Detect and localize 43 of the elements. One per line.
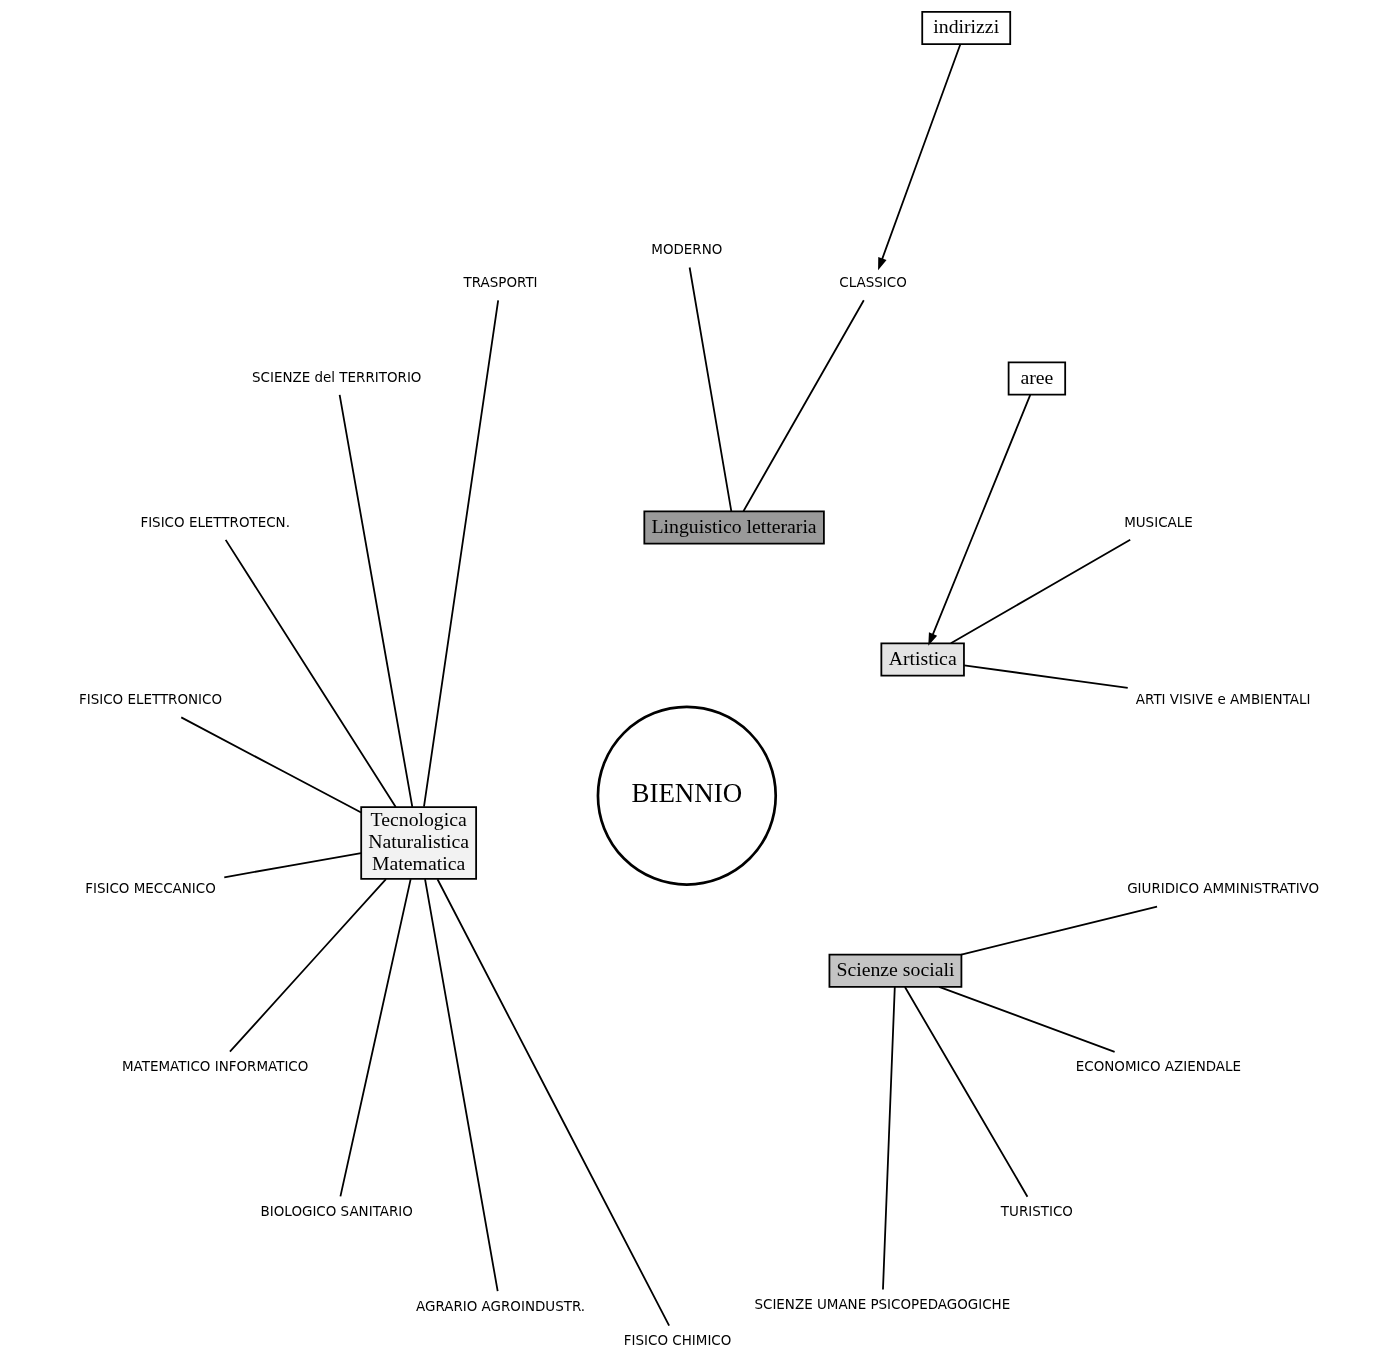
- node-text: ARTI VISIVE e AMBIENTALI: [1135, 692, 1311, 708]
- arrow: [878, 43, 962, 271]
- connector: [904, 986, 1029, 1198]
- connector: [963, 664, 1129, 689]
- node-text: FISICO MECCANICO: [85, 881, 216, 897]
- node-box: indirizzi: [921, 11, 1012, 46]
- connector: [960, 905, 1158, 956]
- connector: [423, 299, 500, 808]
- node-text: SCIENZE UMANE PSICOPEDAGOGICHE: [754, 1296, 1011, 1312]
- connector: [949, 538, 1132, 645]
- connector: [882, 986, 896, 1291]
- node-text: TURISTICO: [1000, 1204, 1073, 1220]
- node-text: MUSICALE: [1124, 514, 1193, 530]
- node-text: MATEMATICO INFORMATICO: [122, 1059, 309, 1075]
- node-text: AGRARIO AGROINDUSTR.: [416, 1298, 586, 1314]
- node-text: FISICO ELETTRONICO: [78, 692, 223, 708]
- connector: [339, 878, 412, 1198]
- node-text: FISICO ELETTROTECN.: [140, 514, 290, 530]
- node-text: CLASSICO: [839, 275, 907, 291]
- node-text: BIOLOGICO SANITARIO: [260, 1204, 413, 1220]
- node-circle: BIENNIO: [596, 705, 778, 886]
- node-box: aree: [1007, 361, 1067, 396]
- node-box: Artistica: [880, 642, 965, 677]
- node-box: Linguistico letteraria: [643, 510, 825, 545]
- connector: [424, 878, 499, 1293]
- connector: [436, 878, 670, 1327]
- connector: [224, 538, 397, 808]
- node-box: Scienze sociali: [828, 953, 963, 988]
- connector: [742, 299, 865, 513]
- node-text: SCIENZE del TERRITORIO: [252, 369, 422, 385]
- connector: [688, 266, 733, 512]
- node-text: ECONOMICO AZIENDALE: [1075, 1059, 1242, 1075]
- connector: [938, 986, 1116, 1053]
- connector: [180, 716, 363, 814]
- node-text: TRASPORTI: [463, 275, 538, 291]
- arrow: [928, 393, 1032, 646]
- node-box: Tecnologica Naturalistica Matematica: [360, 806, 477, 880]
- connector: [229, 878, 387, 1053]
- node-text: GIURIDICO AMMINISTRATIVO: [1127, 881, 1320, 897]
- node-text: FISICO CHIMICO: [623, 1333, 732, 1349]
- node-text: MODERNO: [651, 242, 723, 258]
- connector: [338, 393, 414, 808]
- connector: [223, 852, 363, 879]
